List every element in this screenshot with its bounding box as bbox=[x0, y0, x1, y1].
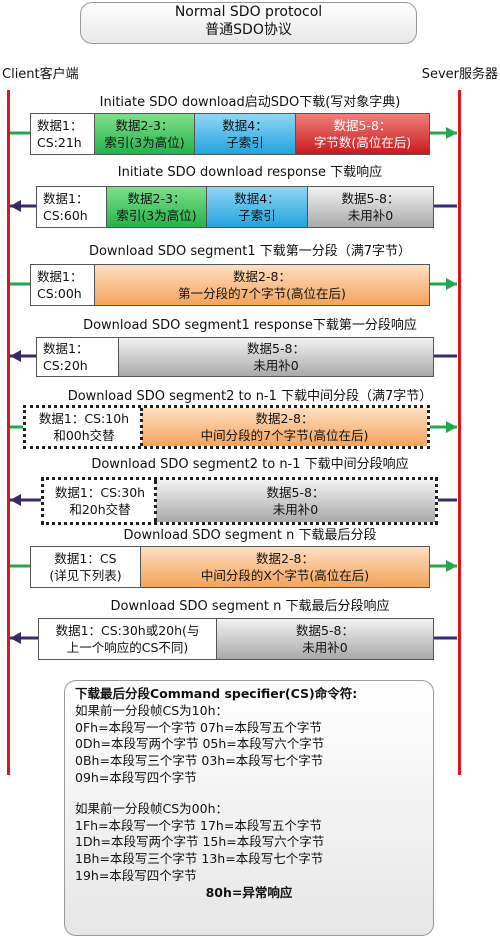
message-title: Download SDO segment1 下载第一分段（满7字节） bbox=[88, 244, 412, 259]
server-lifeline bbox=[458, 90, 461, 775]
note-heading: 下载最后分段Command specifier(CS)命令符: bbox=[75, 686, 358, 701]
frame-cell: 数据1：CS:00h bbox=[31, 265, 95, 305]
frame-cell: 数据2-3：索引(3为高位) bbox=[107, 187, 207, 227]
message-arrow bbox=[10, 560, 457, 572]
frame-cell: 数据5-8：未用补0 bbox=[217, 619, 433, 659]
frame-cell: 数据1：CS:20h bbox=[37, 338, 119, 376]
message-arrow bbox=[10, 421, 457, 433]
message-frame: 数据1：CS:20h 数据5-8：未用补0 bbox=[36, 337, 434, 377]
note-line: 1Bh=本段写三个字节 13h=本段写七个字节 bbox=[75, 851, 324, 867]
note-line: 09h=本段写四个字节 bbox=[75, 769, 197, 785]
message-frame: 数据1：CS:00h 数据2-8：第一分段的7个字节(高位在后) bbox=[30, 264, 430, 306]
note-group1-title: 如果前一分段帧CS为10h： bbox=[75, 702, 228, 718]
message-arrow bbox=[10, 632, 457, 644]
frame-cell: 数据5-8：未用补0 bbox=[119, 338, 433, 376]
message-arrow bbox=[10, 278, 457, 290]
frame-cell: 数据2-8：中间分段的X个字节(高位在后) bbox=[141, 547, 429, 587]
frame-cell: 数据2-8：第一分段的7个字节(高位在后) bbox=[95, 265, 429, 305]
message-title: Download SDO segment n 下载最后分段 bbox=[123, 528, 377, 543]
cell-divider bbox=[140, 408, 143, 446]
message-title: Download SDO segment2 to n-1 下载中间分段响应 bbox=[91, 457, 409, 472]
message-title: Initiate SDO download启动SDO下载(写对象字典) bbox=[99, 95, 401, 110]
frame-cell: 数据1：CS:60h bbox=[37, 187, 107, 227]
diagram-title-box: Normal SDO protocol 普通SDO协议 bbox=[80, 2, 417, 44]
cell-divider bbox=[154, 480, 157, 522]
frame-cell: 数据5-8：未用补0 bbox=[156, 480, 435, 522]
frame-cell: 数据1：CS:21h bbox=[31, 114, 95, 154]
frame-cell: 数据4：子索引 bbox=[207, 187, 308, 227]
client-label: Client客户端 bbox=[2, 67, 79, 82]
frame-cell: 数据4：子索引 bbox=[195, 114, 296, 154]
note-line: 1Dh=本段写两个字节 15h=本段写六个字节 bbox=[75, 834, 325, 850]
note-line: 0Dh=本段写两个字节 05h=本段写六个字节 bbox=[75, 736, 325, 752]
note-line: 0Fh=本段写一个字节 07h=本段写五个字节 bbox=[75, 719, 322, 735]
message-title: Download SDO segment1 response下载第一分段响应 bbox=[83, 318, 417, 333]
note-footer: 80h=异常响应 bbox=[205, 884, 293, 900]
title-line-1: Normal SDO protocol bbox=[174, 4, 323, 20]
message-title: Initiate SDO download response 下载响应 bbox=[117, 165, 383, 180]
message-arrow bbox=[10, 350, 457, 362]
message-frame: 数据1：CS:60h 数据2-3：索引(3为高位) 数据4：子索引 数据5-8：… bbox=[36, 186, 434, 228]
frame-cell: 数据1：CS:30h或20h(与上一个响应的CS不同) bbox=[39, 619, 217, 659]
frame-cell: 数据1：CS(详见下列表) bbox=[31, 547, 141, 587]
note-spacer bbox=[75, 787, 433, 801]
message-arrow bbox=[10, 200, 457, 212]
frame-cell: 数据5-8：字节数(高位在后) bbox=[296, 114, 429, 154]
cs-note-box: 下载最后分段Command specifier(CS)命令符: 如果前一分段帧C… bbox=[64, 680, 434, 936]
frame-cell: 数据2-3：索引(3为高位) bbox=[95, 114, 195, 154]
server-label: Sever服务器 bbox=[421, 67, 498, 82]
note-group2-title: 如果前一分段帧CS为00h： bbox=[75, 800, 228, 816]
client-lifeline bbox=[7, 90, 10, 775]
note-line: 0Bh=本段写三个字节 03h=本段写七个字节 bbox=[75, 753, 324, 769]
message-arrow bbox=[10, 494, 457, 506]
frame-cell: 数据5-8：未用补0 bbox=[308, 187, 433, 227]
title-line-2: 普通SDO协议 bbox=[205, 22, 292, 38]
message-title: Download SDO segment n 下载最后分段响应 bbox=[110, 599, 390, 614]
message-frame: 数据1：CS:21h 数据2-3：索引(3为高位) 数据4：子索引 数据5-8：… bbox=[30, 113, 430, 155]
message-frame: 数据1：CS:30h或20h(与上一个响应的CS不同) 数据5-8：未用补0 bbox=[38, 618, 434, 660]
message-frame: 数据1：CS(详见下列表) 数据2-8：中间分段的X个字节(高位在后) bbox=[30, 546, 430, 588]
frame-cell: 数据2-8：中间分段的7个字节(高位在后) bbox=[142, 408, 427, 446]
note-line: 1Fh=本段写一个字节 17h=本段写五个字节 bbox=[75, 817, 322, 833]
note-line: 19h=本段写四个字节 bbox=[75, 867, 197, 883]
message-arrow bbox=[10, 127, 457, 139]
message-title: Download SDO segment2 to n-1 下载中间分段（满7字节… bbox=[67, 389, 433, 404]
